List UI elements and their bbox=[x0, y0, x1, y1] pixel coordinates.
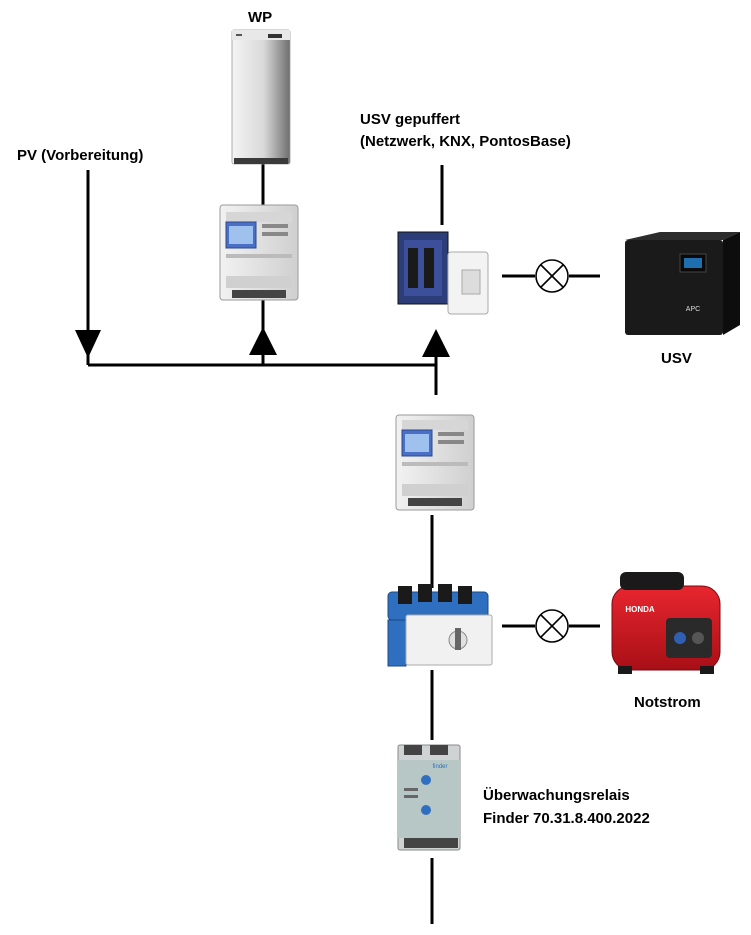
pv-label: PV (Vorbereitung) bbox=[17, 147, 144, 164]
relay-label-line2: Finder 70.31.8.400.2022 bbox=[483, 810, 650, 827]
lamp-cross-icon bbox=[535, 609, 569, 643]
relay-label-line1: Überwachungsrelais bbox=[483, 787, 630, 804]
heat-pump-icon bbox=[231, 29, 291, 165]
wp-label: WP bbox=[248, 9, 273, 26]
arrow-up-icon bbox=[422, 329, 450, 357]
breaker-icon bbox=[397, 231, 489, 315]
monitoring-relay-icon: finder bbox=[397, 744, 461, 851]
ups-brand: APC bbox=[686, 306, 700, 313]
lamp-cross-icon bbox=[535, 259, 569, 293]
usv-buffered-label-line1: USV gepuffert bbox=[360, 111, 461, 128]
generator-brand: HONDA bbox=[625, 605, 655, 614]
arrow-up-icon bbox=[249, 327, 277, 355]
arrow-down-icon bbox=[75, 330, 101, 358]
energy-meter-icon bbox=[219, 204, 299, 301]
transfer-switch-icon bbox=[387, 584, 493, 667]
usv-buffered-label-line2: (Netzwerk, KNX, PontosBase) bbox=[360, 133, 571, 150]
relay-brand: finder bbox=[432, 764, 447, 770]
notstrom-label: Notstrom bbox=[634, 694, 701, 711]
usv-label: USV bbox=[661, 350, 692, 367]
generator-icon: HONDA bbox=[611, 572, 721, 674]
energy-meter-icon bbox=[395, 414, 475, 511]
ups-icon: APC bbox=[625, 232, 740, 335]
